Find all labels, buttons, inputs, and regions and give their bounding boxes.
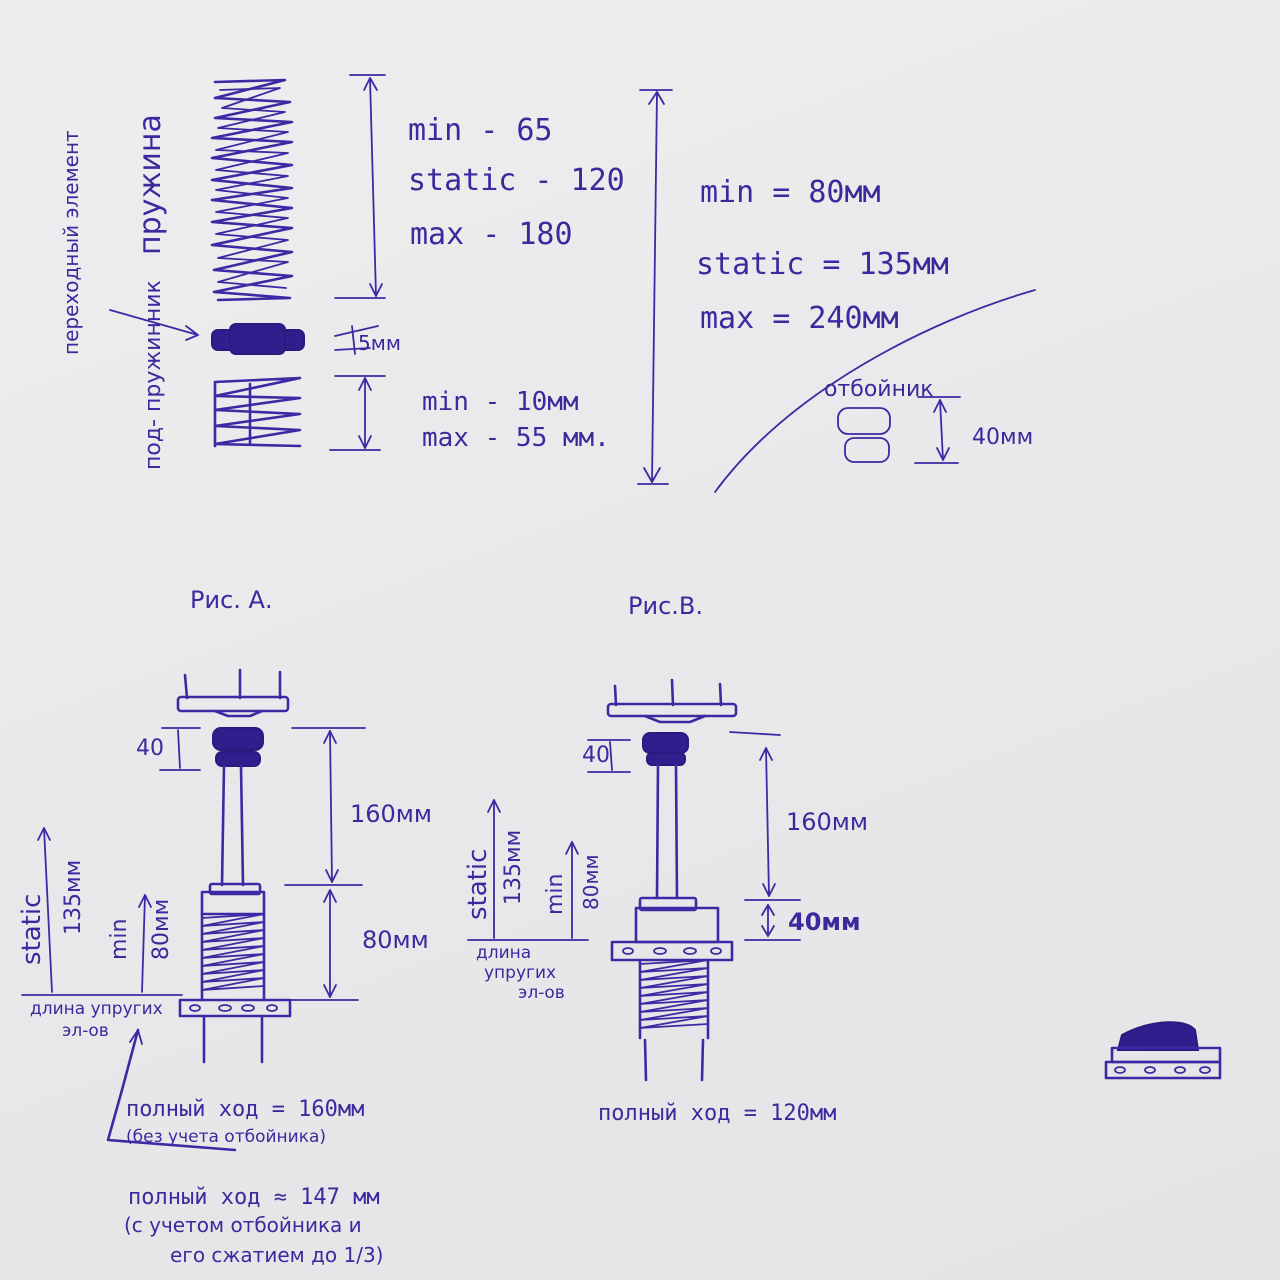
fig-a-dim-lower: 80мм: [362, 926, 429, 954]
fig-a-dimension-lines: [21, 727, 366, 1152]
fig-b-static-label: static: [463, 849, 493, 920]
fig-b-static-value: 135мм: [501, 830, 526, 905]
fig-b-min-value: 80мм: [579, 854, 603, 910]
overall-static: static = 135мм: [696, 247, 949, 282]
bump-stop-label: отбойник: [824, 377, 934, 402]
fig-b-dim-lower: 40мм: [788, 908, 861, 936]
helper-dimension-arrow: [329, 375, 386, 451]
helper-max: max - 55 мм.: [422, 423, 610, 453]
fig-b-dimension-lines: [467, 731, 801, 941]
fig-a-base-line2: эл-ов: [62, 1021, 109, 1041]
curve-line: [714, 289, 1036, 493]
fig-a-min-value: 80мм: [149, 899, 174, 960]
fig-b-dim-top: 40: [582, 743, 610, 768]
overall-min: min = 80мм: [700, 175, 881, 210]
fig-b-title: Рис.В.: [628, 592, 703, 620]
spring-static: static - 120: [408, 163, 625, 198]
fig-b-base-line3: эл-ов: [518, 983, 565, 1003]
bump-stop-drawing: [837, 396, 961, 464]
fig-a-static-label: static: [17, 894, 47, 965]
helper-spring-label-text: под- пружинник: [141, 280, 166, 470]
gap-label: 5мм: [358, 331, 401, 355]
spring-max: max - 180: [410, 217, 573, 252]
fig-a-static-value: 135мм: [61, 860, 86, 935]
spring-dimension-arrow: [334, 74, 386, 299]
fig-b-min-label: min: [543, 874, 568, 916]
fig-a-title: Рис. А.: [190, 586, 273, 614]
fig-b-travel: полный ход = 120мм: [598, 1101, 836, 1126]
transition-element-drawing: [211, 323, 305, 355]
fig-a-travel: полный ход = 160мм: [126, 1097, 364, 1122]
transition-pointer-arrow: [109, 309, 199, 341]
fig-b-base-line1: длина: [476, 943, 531, 963]
helper-min: min - 10мм: [422, 387, 579, 417]
bump-stop-size: 40мм: [972, 425, 1033, 450]
fig-b-dim-upper: 160мм: [786, 808, 868, 836]
fig-b-shock-drawing: [606, 678, 738, 1082]
transition-label-text: переходный элемент: [59, 130, 83, 355]
small-part-sketch: [1104, 1021, 1222, 1080]
gap-dimension-arrow: [334, 325, 379, 355]
overall-max: max = 240мм: [700, 301, 899, 336]
fig-a-travel2: полный ход ≈ 147 мм: [128, 1185, 380, 1210]
fig-a-shock-drawing: [176, 668, 292, 1064]
overall-dimension-arrow: [637, 89, 673, 485]
fig-a-min-label: min: [107, 919, 132, 961]
fig-a-dim-upper: 160мм: [350, 800, 432, 828]
main-spring-drawing: [210, 78, 294, 302]
spring-min: min - 65: [408, 113, 553, 148]
helper-spring-drawing: [213, 376, 302, 448]
fig-b-base-line2: упругих: [484, 963, 556, 983]
fig-a-travel2-note1: (с учетом отбойника и: [124, 1213, 362, 1237]
fig-a-travel2-note2: его сжатием до 1/3): [170, 1243, 384, 1267]
fig-a-travel-note: (без учета отбойника): [126, 1127, 326, 1147]
transition-label: переходный элемент: [59, 130, 83, 355]
fig-a-base-line1: длина упругих: [30, 999, 163, 1019]
helper-spring-label: под- пружинник: [141, 280, 166, 470]
fig-a-dim-top: 40: [136, 736, 164, 761]
spring-label: пружина: [133, 114, 168, 255]
